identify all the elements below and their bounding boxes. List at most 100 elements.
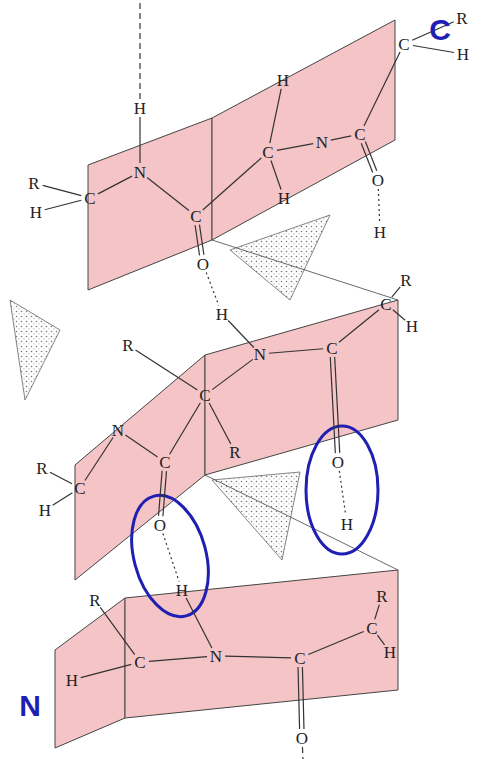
peptide-plane xyxy=(212,20,395,240)
atom-label: C xyxy=(354,126,365,143)
covalent-bond xyxy=(302,667,304,729)
covalent-bond xyxy=(98,176,132,194)
shaded-region xyxy=(230,215,330,300)
covalent-bond xyxy=(331,136,351,140)
peptide-plane xyxy=(125,570,398,718)
atom-label: C xyxy=(366,620,377,637)
peptide-plane xyxy=(55,598,125,748)
hydrogen-bond xyxy=(339,471,345,515)
atom-label: N xyxy=(316,134,328,151)
peptide-plane xyxy=(75,355,205,580)
atom-label: C xyxy=(380,296,391,313)
covalent-bond xyxy=(203,158,262,210)
atom-label: C xyxy=(74,480,85,497)
covalent-bond xyxy=(100,607,134,654)
covalent-bond xyxy=(163,471,167,516)
atom-label: H xyxy=(457,46,469,63)
helix-edge xyxy=(212,240,398,300)
atom-label: H xyxy=(216,306,228,323)
covalent-bond xyxy=(50,472,72,484)
atom-label: H xyxy=(406,318,418,335)
covalent-bond xyxy=(335,357,340,453)
peptide-plane xyxy=(88,118,212,290)
atom-label: H xyxy=(39,502,51,519)
covalent-bond xyxy=(392,287,400,297)
atom-label: O xyxy=(296,730,308,747)
covalent-bond xyxy=(270,89,281,143)
atom-label: C xyxy=(294,650,305,667)
atom-label: C xyxy=(398,36,409,53)
terminus-label: C xyxy=(429,15,451,45)
covalent-bond xyxy=(136,350,198,390)
covalent-bond xyxy=(361,143,372,172)
covalent-bond xyxy=(271,161,281,190)
atom-label: H xyxy=(341,516,353,533)
covalent-bond xyxy=(125,435,157,457)
chain-continuation xyxy=(139,0,140,99)
covalent-bond xyxy=(413,46,454,53)
atom-label: R xyxy=(400,272,411,289)
covalent-bond xyxy=(393,310,405,320)
atom-label: H xyxy=(374,224,386,241)
covalent-bond xyxy=(149,657,207,662)
covalent-bond xyxy=(269,349,323,354)
atom-label: H xyxy=(384,644,396,661)
terminus-label: N xyxy=(19,691,41,721)
atom-label: O xyxy=(154,517,166,534)
covalent-bond xyxy=(186,598,212,648)
atom-label: H xyxy=(277,72,289,89)
atom-label: H xyxy=(134,100,146,117)
covalent-bond xyxy=(225,656,291,658)
covalent-bond xyxy=(139,117,140,163)
covalent-bond xyxy=(85,438,113,481)
covalent-bond xyxy=(228,321,254,348)
covalent-bond xyxy=(308,631,363,654)
atom-label: R xyxy=(36,460,47,477)
atom-label: C xyxy=(190,208,201,225)
atom-label: H xyxy=(30,204,42,221)
hydrogen-bond-highlight xyxy=(119,487,221,625)
atom-label: R xyxy=(28,175,39,192)
atom-label: N xyxy=(254,346,266,363)
covalent-bond xyxy=(81,664,132,677)
covalent-bond xyxy=(147,178,189,211)
hydrogen-bond-highlight xyxy=(306,426,378,554)
atom-label: C xyxy=(262,144,273,161)
chain-continuation xyxy=(302,747,304,759)
covalent-bond xyxy=(364,52,400,126)
atom-label: O xyxy=(197,256,209,273)
atom-label: C xyxy=(84,190,95,207)
atom-label: R xyxy=(456,10,467,27)
atom-label: R xyxy=(376,588,387,605)
atom-label: H xyxy=(278,190,290,207)
atom-label: C xyxy=(199,387,210,404)
covalent-bond xyxy=(199,225,203,255)
shaded-region xyxy=(10,300,60,400)
atom-label: R xyxy=(89,592,100,609)
atom-label: C xyxy=(159,454,170,471)
covalent-bond xyxy=(339,310,379,343)
hydrogen-bond xyxy=(163,534,179,582)
covalent-bond xyxy=(43,185,82,195)
atom-label: C xyxy=(134,654,145,671)
covalent-bond xyxy=(212,359,253,389)
covalent-bond xyxy=(277,144,313,151)
covalent-bond xyxy=(375,605,380,620)
hydrogen-bond xyxy=(206,272,219,305)
covalent-bond xyxy=(159,471,163,516)
atom-label: H xyxy=(66,672,78,689)
atom-label: N xyxy=(210,648,222,665)
covalent-bond xyxy=(195,225,199,255)
atom-label: N xyxy=(134,164,146,181)
covalent-bond xyxy=(170,403,201,455)
atom-label: O xyxy=(332,454,344,471)
helix-edge xyxy=(205,475,398,570)
covalent-bond xyxy=(209,403,231,444)
covalent-bond xyxy=(298,667,300,729)
covalent-bond xyxy=(45,200,82,209)
atom-label: H xyxy=(176,582,188,599)
atom-label: N xyxy=(112,422,124,439)
atom-label: C xyxy=(326,340,337,357)
